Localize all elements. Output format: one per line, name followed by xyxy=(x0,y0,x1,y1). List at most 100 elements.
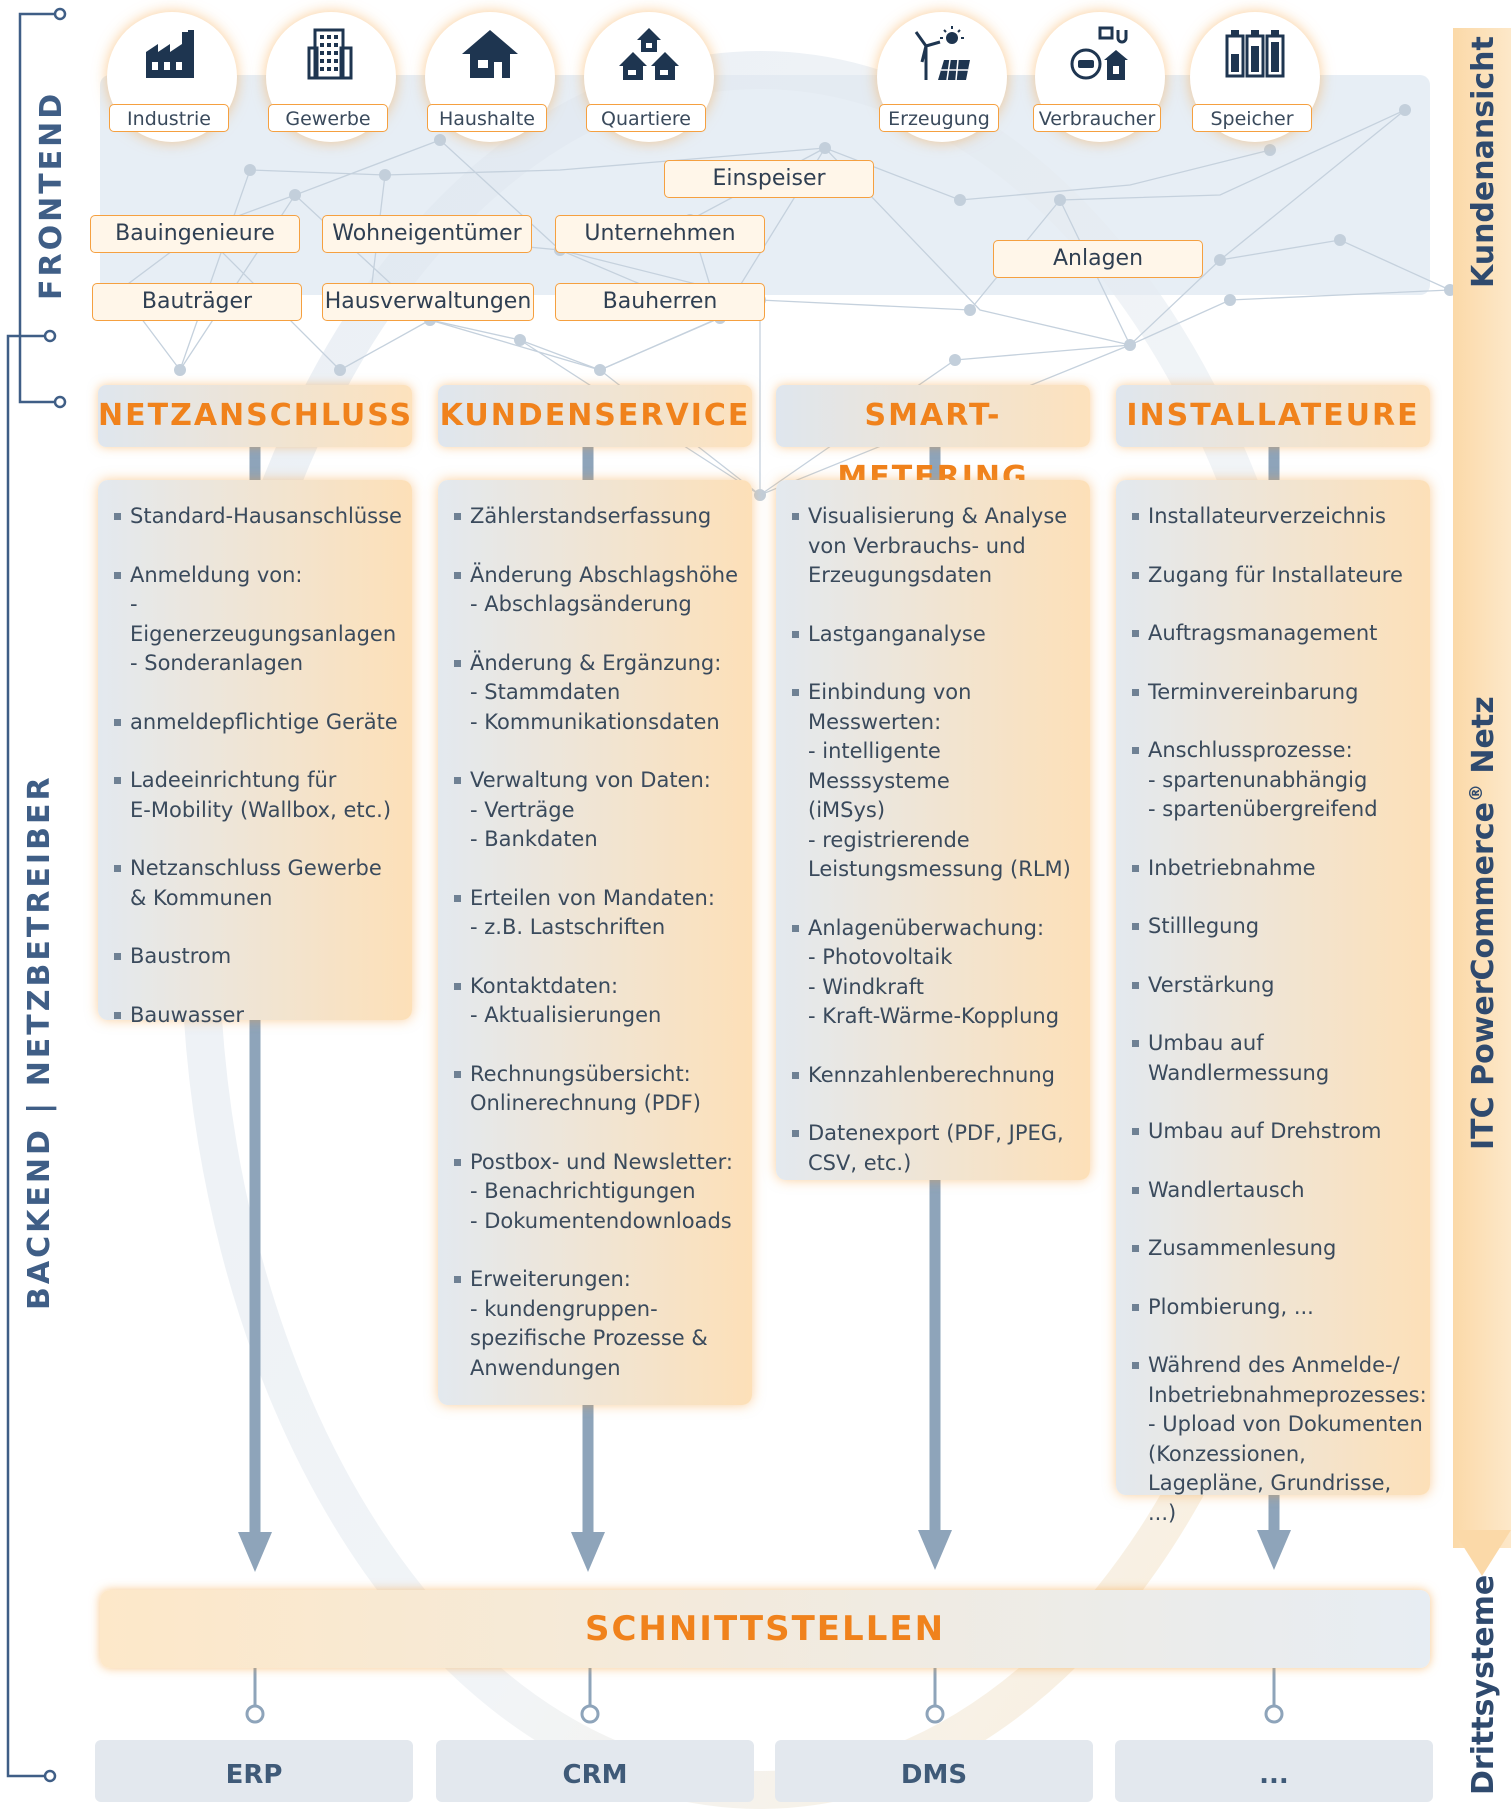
item-text: Änderung Abschlagshöhe xyxy=(470,562,739,587)
category-haushalte[interactable]: Haushalte xyxy=(425,12,555,142)
interface-bar[interactable]: SCHNITTSTELLEN xyxy=(100,1590,1430,1668)
item-text: Postbox- und Newsletter: xyxy=(470,1149,734,1174)
item-text: Inbetriebnahme xyxy=(1148,855,1316,880)
tag-bautraeger[interactable]: Bauträger xyxy=(92,283,302,321)
item-subtext: Leistungsmessung (RLM) xyxy=(808,857,1071,881)
tag-hausverwaltungen[interactable]: Hausverwaltungen xyxy=(322,283,534,321)
item-subtext: spezifische Prozesse & xyxy=(470,1326,708,1350)
item-text: Standard-Hausanschlüsse xyxy=(130,504,402,528)
category-label: Industrie xyxy=(109,104,229,132)
list-item: Änderung Abschlagshöhe - Abschlagsänderun… xyxy=(452,561,746,620)
item-text: Datenexport (PDF, JPEG, xyxy=(808,1121,1064,1145)
item-subtext: - spartenübergreifend xyxy=(1148,797,1378,821)
item-subtext: - kundengruppen- xyxy=(470,1296,658,1321)
item-text: Installateurverzeichnis xyxy=(1148,504,1386,528)
list-item: Anschlussprozesse:- spartenunabhängig- s… xyxy=(1130,736,1424,825)
item-subtext: - Aktualisierungen xyxy=(470,1003,662,1027)
category-quartiere[interactable]: Quartiere xyxy=(584,12,714,142)
item-subtext: Erzeugungsdaten xyxy=(808,563,993,587)
item-subtext: (iMSys) xyxy=(808,798,886,822)
tag-unternehmen[interactable]: Unternehmen xyxy=(555,215,765,253)
item-text: Bauwasser xyxy=(130,1002,245,1027)
tag-wohneigentuemer[interactable]: Wohneigentümer xyxy=(322,215,532,253)
list-item: Erweiterungen: - kundengruppen-spezifisch… xyxy=(452,1265,746,1383)
list-item: Standard-Hausanschlüsse xyxy=(112,502,406,532)
category-verbraucher[interactable]: Verbraucher xyxy=(1033,12,1165,142)
item-text: Änderung & Ergänzung: xyxy=(470,650,722,675)
item-subtext: von Verbrauchs- und xyxy=(808,533,1026,558)
list-item: Auftragsmanagement xyxy=(1130,619,1424,649)
item-text: Lastganganalyse xyxy=(808,621,986,646)
list-item: Netzanschluss Gewerbe& Kommunen xyxy=(112,854,406,913)
list-item: Verstärkung xyxy=(1130,971,1424,1001)
list-item: Zugang für Installateure xyxy=(1130,561,1424,591)
tag-anlagen[interactable]: Anlagen xyxy=(993,240,1203,278)
house-icon xyxy=(462,30,518,78)
tag-bauingenieure[interactable]: Bauingenieure xyxy=(90,215,300,253)
item-text: Netzanschluss Gewerbe xyxy=(130,856,382,880)
item-subtext: - Kommunikationsdaten xyxy=(470,709,720,734)
list-item: Inbetriebnahme xyxy=(1130,854,1424,884)
item-text: Zusammenlesung xyxy=(1148,1236,1337,1260)
list-item: Postbox- und Newsletter: - Benachrichtigu… xyxy=(452,1148,746,1237)
item-subtext: - Upload von Dokumenten xyxy=(1148,1412,1423,1436)
category-erzeugung[interactable]: Erzeugung xyxy=(877,12,1007,142)
item-text: Während des Anmelde-/ xyxy=(1148,1353,1400,1377)
item-subtext: - Bankdaten xyxy=(470,827,598,851)
backend-label: BACKEND | NETZBETREIBER xyxy=(22,774,57,1310)
item-subtext: - Abschlagsänderung xyxy=(470,592,692,616)
list-item: Verwaltung von Daten:- Verträge- Bankdat… xyxy=(452,766,746,855)
tag-einspeiser[interactable]: Einspeiser xyxy=(664,160,874,198)
item-text: Zugang für Installateure xyxy=(1148,562,1403,587)
list-item: Rechnungsübersicht:Onlinerechnung (PDF) xyxy=(452,1060,746,1119)
list-item: Kontaktdaten:- Aktualisierungen xyxy=(452,972,746,1031)
category-label: Quartiere xyxy=(586,104,706,132)
item-text: Visualisierung & Analyse xyxy=(808,504,1068,528)
list-item: Wandlertausch xyxy=(1130,1176,1424,1206)
item-subtext: - intelligente Messsysteme xyxy=(808,739,950,793)
list-item: Anmeldung von:- Eigenerzeugungsanlagen- … xyxy=(112,561,406,679)
item-text: Verwaltung von Daten: xyxy=(470,768,711,792)
item-text: Erweiterungen: xyxy=(470,1267,631,1291)
brand-suffix: Netz xyxy=(1466,696,1501,774)
item-text: Zählerstandserfassung xyxy=(470,504,712,528)
item-subtext: Inbetriebnahmeprozesses: xyxy=(1148,1382,1427,1407)
item-subtext: Anwendungen xyxy=(470,1355,621,1380)
tag-bauherren[interactable]: Bauherren xyxy=(555,283,765,321)
wind-solar-icon xyxy=(914,26,970,81)
kundenansicht-label: Kundenansicht xyxy=(1466,36,1501,288)
arrow-heads xyxy=(238,1530,1291,1572)
item-text: Anmeldung von: xyxy=(130,562,303,587)
item-subtext: - Kraft-Wärme-Kopplung xyxy=(808,1004,1060,1028)
item-subtext: - Stammdaten xyxy=(470,680,621,704)
list-item: Bauwasser xyxy=(112,1001,406,1031)
category-speicher[interactable]: Speicher xyxy=(1190,12,1320,142)
ev-charging-icon xyxy=(1070,26,1128,80)
system-erp[interactable]: ERP xyxy=(95,1740,413,1802)
item-subtext: (Konzessionen, xyxy=(1148,1441,1306,1466)
frame-lines xyxy=(6,12,56,1778)
office-building-icon xyxy=(307,28,353,80)
list-item: Plombierung, ... xyxy=(1130,1293,1424,1323)
list-item: Kennzahlenberechnung xyxy=(790,1061,1084,1091)
category-gewerbe[interactable]: Gewerbe xyxy=(266,12,396,142)
system-more[interactable]: ... xyxy=(1115,1740,1433,1802)
column-header-smart-metering[interactable]: SMART-METERING xyxy=(776,385,1090,495)
brand-name: ITC PowerCommerce xyxy=(1466,802,1501,1150)
registered-mark: ® xyxy=(1466,784,1487,803)
column-header-kundenservice[interactable]: KUNDENSERVICE xyxy=(438,385,752,447)
system-crm[interactable]: CRM xyxy=(436,1740,754,1802)
list-item: Umbau auf Drehstrom xyxy=(1130,1117,1424,1147)
item-subtext: - Benachrichtigungen xyxy=(470,1179,696,1203)
column-header-netzanschluss[interactable]: NETZANSCHLUSS xyxy=(98,385,412,447)
category-industrie[interactable]: Industrie xyxy=(107,12,237,142)
list-item: Zusammenlesung xyxy=(1130,1234,1424,1264)
item-text: Kennzahlenberechnung xyxy=(808,1062,1055,1087)
item-text: Wandlertausch xyxy=(1148,1177,1305,1202)
system-dms[interactable]: DMS xyxy=(775,1740,1093,1802)
column-header-installateure[interactable]: INSTALLATEURE xyxy=(1116,385,1430,447)
list-item: Umbau auf Wandlermessung xyxy=(1130,1029,1424,1088)
